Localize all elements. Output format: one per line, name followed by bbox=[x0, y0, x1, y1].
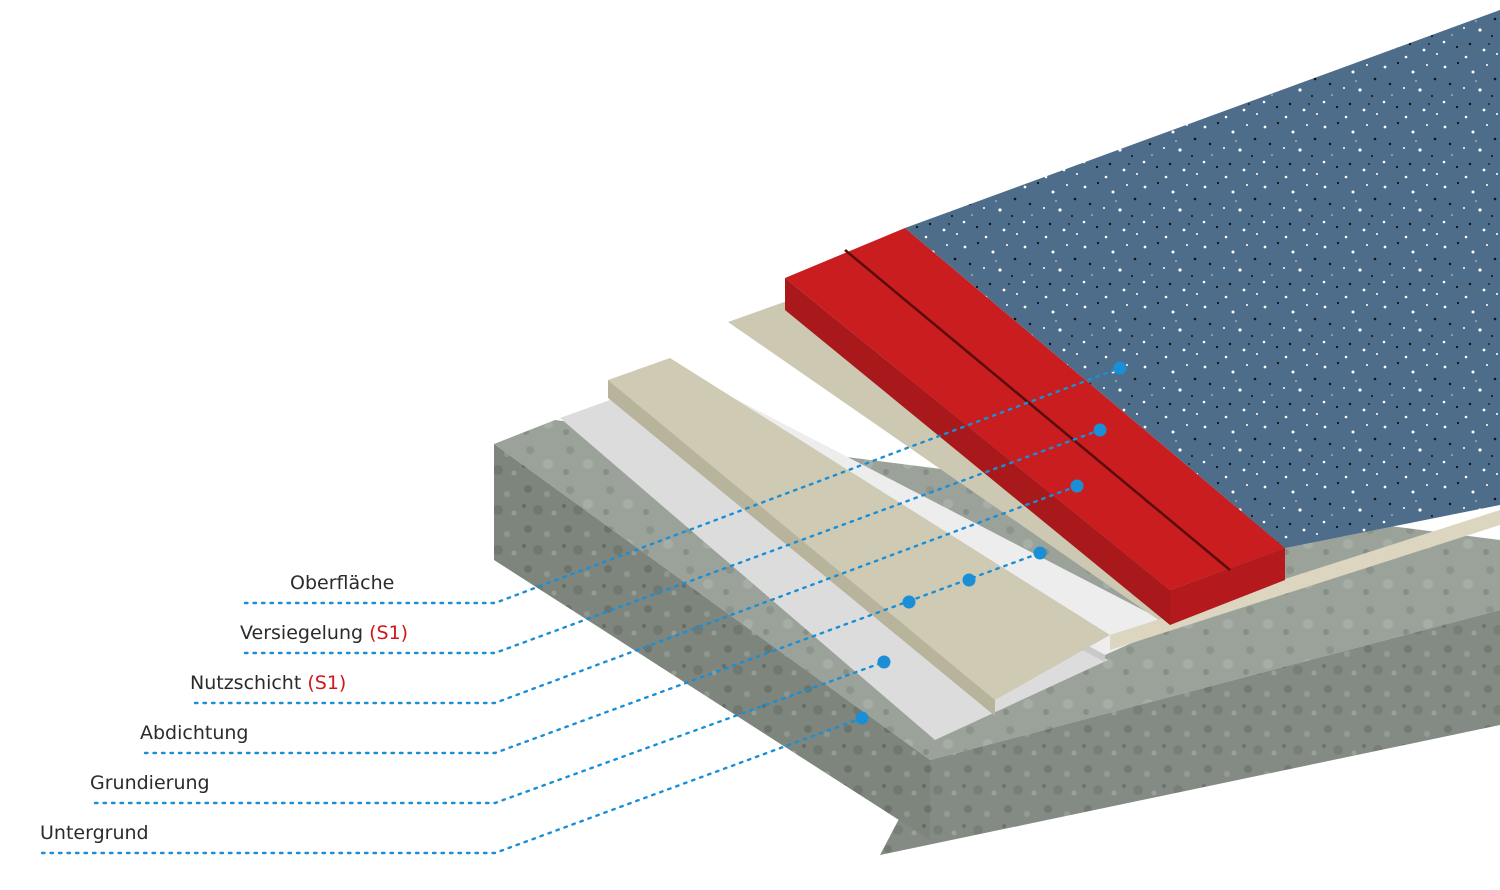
leader-dots bbox=[855, 361, 1127, 725]
dot-grundierung-1 bbox=[902, 595, 916, 609]
leader-grundierung bbox=[93, 660, 886, 805]
layer-name: Nutzschicht bbox=[190, 672, 302, 694]
untergrund-side bbox=[494, 444, 930, 840]
red-layer-seam bbox=[844, 249, 1231, 571]
layer-tag: (S1) bbox=[369, 622, 409, 644]
label-oberflaeche: Oberfläche bbox=[290, 574, 394, 593]
dot-versiegelung bbox=[1093, 423, 1107, 437]
label-versiegelung: Versiegelung (S1) bbox=[240, 624, 408, 643]
red-layer-end bbox=[1170, 548, 1285, 625]
dot-oberflaeche bbox=[1113, 361, 1127, 375]
layer-name: Oberfläche bbox=[290, 572, 395, 594]
dot-nutzschicht bbox=[1070, 479, 1084, 493]
leader-lines bbox=[40, 366, 1122, 855]
leader-nutzschicht bbox=[193, 484, 1079, 705]
leader-untergrund bbox=[40, 716, 864, 855]
leader-versiegelung bbox=[243, 428, 1102, 655]
oberflaeche-layer bbox=[905, 10, 1500, 548]
label-abdichtung: Abdichtung bbox=[140, 724, 248, 743]
label-untergrund: Untergrund bbox=[40, 824, 149, 843]
layer-name: Grundierung bbox=[90, 772, 210, 794]
beige-layer-side bbox=[608, 380, 995, 716]
dot-grundierung-2 bbox=[877, 655, 891, 669]
dot-abdichtung-2 bbox=[962, 573, 976, 587]
leader-abdichtung bbox=[143, 551, 1042, 755]
beige-strip bbox=[1110, 510, 1500, 650]
layer-name: Untergrund bbox=[40, 822, 149, 844]
layer-name: Abdichtung bbox=[140, 722, 249, 744]
red-layer-front bbox=[785, 278, 1170, 625]
dot-abdichtung-1 bbox=[1033, 546, 1047, 560]
dot-untergrund bbox=[855, 711, 869, 725]
layer-name: Versiegelung bbox=[240, 622, 364, 644]
beige-layer-top bbox=[608, 358, 1110, 700]
layer-tag: (S1) bbox=[307, 672, 347, 694]
leader-oberflaeche bbox=[243, 366, 1122, 605]
label-grundierung: Grundierung bbox=[90, 774, 210, 793]
untergrund-front bbox=[880, 610, 1500, 855]
label-nutzschicht: Nutzschicht (S1) bbox=[190, 674, 346, 693]
